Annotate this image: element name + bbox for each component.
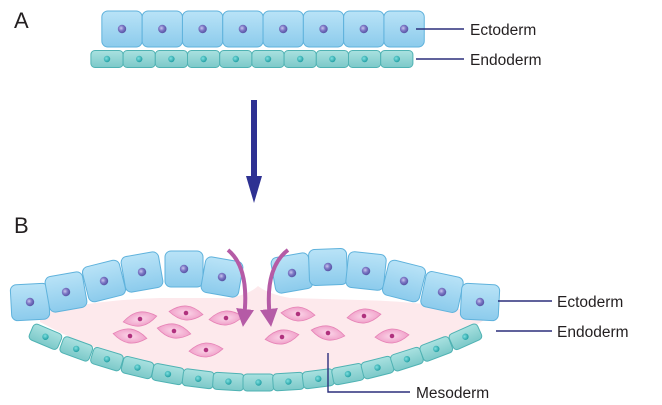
endoderm-cell: [252, 51, 284, 68]
panel-b: B Ectoderm Endoderm Mesoderm: [10, 213, 628, 402]
ectoderm-nucleus: [118, 25, 126, 33]
ectoderm-cell: [102, 11, 142, 47]
ectoderm-cell: [10, 283, 50, 321]
ectoderm-nucleus: [400, 25, 408, 33]
ectoderm-cell: [165, 251, 203, 287]
panel-b-endoderm-label: Endoderm: [557, 324, 629, 341]
ectoderm-cell: [263, 11, 303, 47]
endoderm-cell: [316, 51, 348, 68]
ectoderm-nucleus: [360, 25, 368, 33]
panel-a-ectoderm-layer: [102, 11, 424, 47]
ectoderm-cell: [223, 11, 263, 47]
panel-a-endoderm-label: Endoderm: [470, 52, 542, 69]
endoderm-cell: [155, 51, 187, 68]
endoderm-nucleus: [200, 56, 206, 62]
ectoderm-cell: [182, 11, 222, 47]
endoderm-cell: [123, 51, 155, 68]
ectoderm-cell: [460, 283, 500, 321]
endoderm-cell: [284, 51, 316, 68]
transition-arrow: [246, 100, 262, 203]
endoderm-nucleus: [104, 56, 110, 62]
ectoderm-cell: [120, 251, 164, 293]
endoderm-nucleus: [329, 56, 335, 62]
endoderm-nucleus: [265, 56, 271, 62]
panel-b-letter: B: [14, 213, 29, 238]
panel-a: A Ectoderm Endoderm: [14, 8, 542, 69]
endoderm-cell: [381, 51, 413, 68]
panel-a-ectoderm-label: Ectoderm: [470, 22, 536, 39]
endoderm-cell: [243, 374, 274, 391]
ectoderm-cell: [142, 11, 182, 47]
ectoderm-nucleus: [198, 25, 206, 33]
panel-a-letter: A: [14, 8, 29, 33]
panel-b-mesoderm-label: Mesoderm: [416, 385, 489, 402]
endoderm-cell: [212, 372, 244, 391]
panel-b-ectoderm-label: Ectoderm: [557, 294, 623, 311]
endoderm-nucleus: [136, 56, 142, 62]
ectoderm-nucleus: [239, 25, 247, 33]
ectoderm-cell: [420, 270, 465, 313]
ectoderm-cell: [381, 259, 427, 303]
ectoderm-nucleus: [319, 25, 327, 33]
endoderm-cell: [220, 51, 252, 68]
endoderm-cell: [91, 51, 123, 68]
ectoderm-nucleus: [279, 25, 287, 33]
endoderm-cell: [349, 51, 381, 68]
endoderm-nucleus: [361, 56, 367, 62]
endoderm-cell: [182, 368, 215, 389]
endoderm-cell: [188, 51, 220, 68]
endoderm-cell: [302, 368, 335, 389]
endoderm-nucleus: [168, 56, 174, 62]
ectoderm-cell: [44, 271, 88, 313]
panel-a-endoderm-layer: [91, 51, 413, 68]
endoderm-cell: [272, 372, 304, 391]
endoderm-nucleus: [255, 379, 261, 385]
endoderm-nucleus: [297, 56, 303, 62]
endoderm-nucleus: [233, 56, 239, 62]
ectoderm-nucleus: [158, 25, 166, 33]
ectoderm-cell: [81, 259, 127, 303]
ectoderm-cell: [308, 248, 347, 285]
ectoderm-cell: [303, 11, 343, 47]
endoderm-nucleus: [394, 56, 400, 62]
ectoderm-nucleus: [180, 265, 188, 273]
ectoderm-cell: [270, 252, 314, 294]
ectoderm-cell: [345, 251, 387, 291]
ectoderm-cell: [344, 11, 384, 47]
